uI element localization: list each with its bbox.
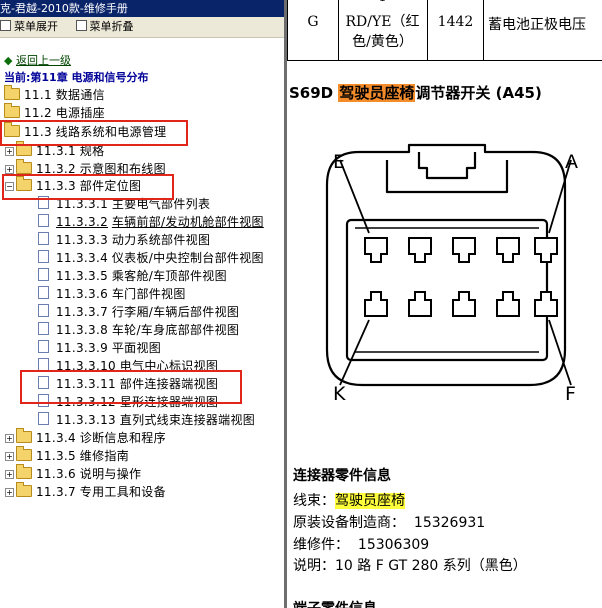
folder-icon	[16, 159, 32, 174]
document-icon	[38, 250, 49, 263]
tree-item-11-3-1[interactable]: +11.3.1 规格	[5, 141, 105, 158]
expand-plus-icon[interactable]: +	[5, 452, 14, 461]
expand-plus-icon[interactable]: +	[5, 165, 14, 174]
harness-line: 线束：驾驶员座椅	[293, 493, 405, 509]
document-icon	[38, 412, 49, 425]
terminal-cavity	[452, 291, 476, 317]
folder-icon	[4, 85, 20, 100]
terminal-cavity	[534, 291, 558, 317]
collapse-minus-icon[interactable]: −	[5, 182, 14, 191]
expand-plus-icon[interactable]: +	[5, 147, 14, 156]
menu-expand-button[interactable]: 菜单展开	[0, 17, 58, 37]
connector-end-view-diagram: E A K F	[325, 143, 578, 405]
menu-bar: 菜单展开 菜单折叠	[0, 17, 284, 38]
expand-plus-icon[interactable]: +	[5, 488, 14, 497]
terminal-cavity	[364, 237, 388, 263]
tree-item-11-3-4[interactable]: +11.3.4 诊断信息和程序	[5, 428, 166, 445]
table-cell-circuit: 1442	[428, 0, 484, 61]
current-chapter: 当前:第11章 电源和信号分布	[4, 71, 149, 84]
tree-item-11-3-6[interactable]: +11.3.6 说明与操作	[5, 464, 142, 481]
pin-label-f: F	[565, 383, 576, 405]
tree-item-11-3-2[interactable]: +11.3.2 示意图和布线图	[5, 159, 166, 176]
pin-label-k: K	[333, 383, 346, 405]
terminal-cavity	[496, 291, 520, 317]
tree-item-11-3-3[interactable]: −11.3.3 部件定位图	[5, 176, 142, 193]
tree-item-11-3-3-2[interactable]: 11.3.3.2 车辆前部/发动机舱部件视图	[38, 214, 264, 231]
folder-open-icon	[4, 122, 20, 137]
tree-item-11-3[interactable]: 11.3 线路系统和电源管理	[4, 122, 166, 141]
tree-item-11-3-3-5[interactable]: 11.3.3.5 乘客舱/车顶部件视图	[38, 268, 227, 285]
pin-table: G 1 RD/YE（红 色/黄色） 1442 蓄电池正极电压	[287, 0, 602, 61]
expand-plus-icon[interactable]: +	[5, 434, 14, 443]
terminal-cavity	[452, 237, 476, 263]
tree-item-11-3-3-3[interactable]: 11.3.3.3 动力系统部件视图	[38, 232, 210, 249]
tree-item-11-3-3-8[interactable]: 11.3.3.8 车轮/车身底部部件视图	[38, 322, 239, 339]
tree-item-11-2[interactable]: 11.2 电源插座	[4, 103, 105, 122]
tree-item-11-3-7[interactable]: +11.3.7 专用工具和设备	[5, 482, 166, 499]
highlight-box	[0, 120, 188, 146]
highlight-box	[20, 370, 242, 404]
terminal-info-heading: 端子零件信息	[293, 598, 377, 608]
document-icon	[38, 286, 49, 299]
folder-icon	[16, 141, 32, 156]
menu-collapse-button[interactable]: 菜单折叠	[75, 17, 134, 37]
folder-icon	[16, 464, 32, 479]
pin-label-a: A	[565, 151, 578, 173]
tree-item-11-3-5[interactable]: +11.3.5 维修指南	[5, 446, 129, 463]
table-cell-function: 蓄电池正极电压	[484, 0, 602, 61]
folder-icon	[4, 103, 20, 118]
document-icon	[38, 322, 49, 335]
expand-icon	[0, 20, 11, 31]
window-title: 克-君越-2010款-维修手册	[0, 0, 284, 17]
document-icon	[38, 268, 49, 281]
document-icon	[38, 394, 49, 407]
table-cell-wire-color: 1 RD/YE（红 色/黄色）	[338, 0, 428, 61]
folder-icon	[16, 428, 32, 443]
tree-item-11-3-3-6[interactable]: 11.3.3.6 车门部件视图	[38, 286, 186, 303]
pane-splitter[interactable]	[284, 0, 287, 608]
connector-latch	[417, 152, 477, 180]
highlight-box	[2, 174, 174, 200]
expand-plus-icon[interactable]: +	[5, 470, 14, 479]
connector-info-heading: 连接器零件信息	[293, 468, 391, 484]
document-icon	[38, 340, 49, 353]
collapse-icon	[75, 20, 87, 31]
terminal-cavity	[534, 237, 558, 263]
description-line: 说明：10 路 F GT 280 系列（黑色）	[293, 558, 527, 574]
document-icon	[38, 214, 49, 227]
tree-item-11-3-3-9[interactable]: 11.3.3.9 平面视图	[38, 340, 161, 357]
tree-item-11-3-3-13[interactable]: 11.3.3.13 直列式线束连接器端视图	[38, 412, 255, 429]
tree-item-11-3-3-1[interactable]: 11.3.3.1 主要电气部件列表	[38, 196, 210, 213]
table-cell-pin: G	[287, 0, 339, 61]
tree-item-11-3-3-4[interactable]: 11.3.3.4 仪表板/中央控制台部件视图	[38, 250, 264, 267]
connector-cavity	[345, 218, 549, 362]
folder-icon	[16, 446, 32, 461]
connector-title: S69D 驾驶员座椅调节器开关 (A45)	[289, 84, 542, 102]
terminal-cavity	[496, 237, 520, 263]
back-link[interactable]: ◆ 返回上一级	[4, 54, 71, 67]
tree-item-11-1[interactable]: 11.1 数据通信	[4, 85, 105, 104]
tree-item-11-3-3-11[interactable]: 11.3.3.11 部件连接器端视图	[38, 376, 219, 393]
service-part-line: 维修件： 15306309	[293, 537, 430, 553]
pin-label-e: E	[333, 151, 345, 173]
document-icon	[38, 376, 49, 389]
folder-icon	[16, 482, 32, 497]
terminal-cavity	[408, 291, 432, 317]
terminal-cavity	[364, 291, 388, 317]
folder-open-icon	[16, 176, 32, 191]
navigation-pane: 克-君越-2010款-维修手册 菜单展开 菜单折叠 ◆ 返回上一级 当前:第11…	[0, 0, 284, 608]
connector-housing-outline	[325, 143, 567, 387]
tree-item-11-3-3-7[interactable]: 11.3.3.7 行李厢/车辆后部件视图	[38, 304, 239, 321]
content-pane: G 1 RD/YE（红 色/黄色） 1442 蓄电池正极电压 S69D 驾驶员座…	[287, 0, 602, 608]
document-icon	[38, 304, 49, 317]
oem-line: 原装设备制造商： 15326931	[293, 515, 486, 531]
document-icon	[38, 232, 49, 245]
document-icon	[38, 196, 49, 209]
terminal-cavity	[408, 237, 432, 263]
